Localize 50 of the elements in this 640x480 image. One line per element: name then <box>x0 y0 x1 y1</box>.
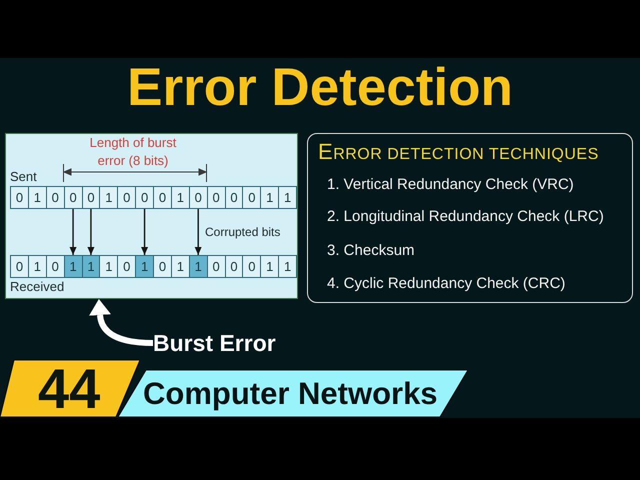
bit-cell: 0 <box>10 186 29 209</box>
bit-cell: 1 <box>170 186 190 209</box>
list-item: 4. Cyclic Redundancy Check (CRC) <box>327 274 566 294</box>
bit-cell: 0 <box>242 255 262 278</box>
bit-cell: 1 <box>28 186 47 209</box>
bit-cell: 1 <box>99 186 118 209</box>
list-item: 2. Longitudinal Redundancy Check (LRC) <box>327 207 604 227</box>
annotation-label: Corrupted bits <box>205 224 280 240</box>
bit-cell: 0 <box>46 255 65 278</box>
bit-cell: 0 <box>117 186 136 209</box>
bit-cell: 1 <box>278 255 297 278</box>
list-item: 3. Checksum <box>327 241 415 261</box>
row-label: Sent <box>10 169 37 185</box>
series-banner <box>118 370 468 417</box>
episode-number: 44 <box>38 360 100 417</box>
bit-cell: 1 <box>260 186 280 209</box>
bit-cell: 0 <box>64 186 82 209</box>
bit-cell: 1 <box>260 255 280 278</box>
bit-cell: 1 <box>99 255 118 278</box>
title: Error Detection <box>127 58 513 118</box>
bit-cell: 0 <box>206 186 226 209</box>
bit-cell: 0 <box>135 186 154 209</box>
bit-cell: 0 <box>242 186 262 209</box>
row-label: Received <box>10 279 64 295</box>
arrow <box>194 209 202 255</box>
dimension-label: Length of burst error (8 bits) <box>88 134 178 170</box>
arrow <box>70 209 77 255</box>
bit-cell: 0 <box>153 186 172 209</box>
bit-cell: 0 <box>188 186 208 209</box>
list-item: 1. Vertical Redundancy Check (VRC) <box>327 175 574 195</box>
bit-cell: 1 <box>170 255 190 278</box>
arrow <box>87 209 94 255</box>
bit-cell: 0 <box>206 255 226 278</box>
bit-cell: 1 <box>188 255 208 278</box>
bit-cell: 0 <box>46 186 65 209</box>
arrow <box>141 209 148 255</box>
banner-title: Computer Networks <box>143 375 438 413</box>
bit-cell: 1 <box>278 186 297 209</box>
bit-cell: 1 <box>28 255 47 278</box>
info-panel <box>307 133 633 303</box>
bit-cell: 0 <box>117 255 136 278</box>
figure-panel <box>5 133 298 299</box>
bit-cell: 0 <box>153 255 172 278</box>
bit-cell: 1 <box>135 255 154 278</box>
bit-cell: 1 <box>64 255 82 278</box>
number-badge <box>0 360 140 417</box>
panel-heading: ERROR DETECTION TECHNIQUES <box>318 139 599 166</box>
callout-label: Burst Error <box>153 329 276 357</box>
bit-cell: 0 <box>10 255 29 278</box>
curved-arrow <box>89 299 154 346</box>
